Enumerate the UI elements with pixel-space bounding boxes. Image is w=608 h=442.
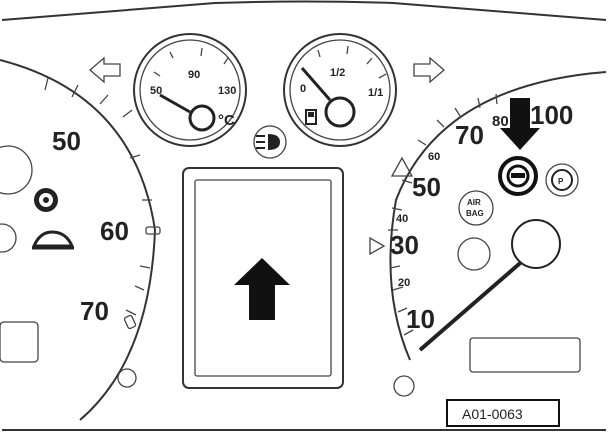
parking-brake-icon: P: [545, 163, 579, 197]
left-dial-label-70: 70: [80, 296, 109, 326]
temp-label-50: 50: [150, 85, 162, 97]
fuel-label-full: 1/1: [368, 87, 383, 99]
fuel-pump-icon: [305, 109, 317, 125]
temp-unit: °C: [218, 112, 235, 129]
left-turn-arrow-icon: [89, 56, 121, 84]
fuel-needle: [300, 67, 332, 101]
temp-gauge: 50 90 130 °C: [133, 33, 247, 147]
car-warning-icon: [31, 230, 75, 250]
speed-label-80: 80: [492, 113, 509, 130]
indicator-lamp: [0, 223, 17, 253]
fuel-needle-hub: [324, 96, 356, 128]
adjust-knob: [117, 368, 137, 388]
right-turn-arrow-icon: [413, 56, 445, 84]
tick-marker: [145, 226, 161, 235]
black-arrow-icon: [500, 98, 540, 150]
headlight-icon: [253, 125, 287, 159]
brake-warning-icon: [34, 188, 58, 212]
speed-label-20: 20: [398, 277, 410, 289]
warning-triangle-icon: [369, 236, 386, 256]
up-arrow-icon: [234, 258, 290, 320]
temp-label-90: 90: [188, 69, 200, 81]
speed-needle-hub: [511, 219, 561, 269]
airbag-icon: AIR BAG: [458, 190, 494, 226]
adjust-knob: [393, 375, 415, 397]
figure-id-box: A01-0063: [446, 399, 560, 427]
warning-triangle-icon: [390, 156, 414, 177]
temp-needle-hub: [188, 104, 216, 132]
speed-label-60: 60: [428, 151, 440, 163]
indicator-lamp: [457, 237, 491, 271]
left-dial-label-60: 60: [100, 216, 129, 246]
figure-id-text: A01-0063: [462, 406, 523, 422]
fuel-label-0: 0: [300, 83, 306, 95]
fuel-gauge: 0 1/2 1/1: [283, 33, 397, 147]
speed-label-100: 100: [530, 100, 573, 130]
temp-label-130: 130: [218, 85, 236, 97]
speed-label-40: 40: [396, 213, 408, 225]
cluster-frame: [1, 0, 607, 431]
central-display: [182, 167, 344, 389]
tick-marker: [123, 314, 137, 330]
speed-label-30: 30: [390, 230, 419, 260]
parking-brake-letter: P: [558, 177, 564, 186]
speed-label-50: 50: [412, 172, 441, 202]
indicator-panel: [0, 321, 39, 363]
airbag-text-2: BAG: [466, 209, 484, 218]
fuel-label-half: 1/2: [330, 67, 345, 79]
left-dial-label-50: 50: [52, 126, 81, 156]
temp-needle: [159, 93, 191, 114]
right-dial: 70 80 100 60 50 40 30 20 10 AIR BAG P: [369, 71, 607, 397]
indicator-lamp: [0, 145, 33, 195]
highlighted-indicator-lamp: [498, 156, 538, 196]
speed-label-10: 10: [406, 304, 435, 334]
odometer-window: [469, 337, 581, 373]
airbag-text-1: AIR: [467, 198, 481, 207]
left-dial: 50 60 70: [0, 59, 161, 421]
speed-label-70: 70: [455, 120, 484, 150]
speed-needle: [418, 256, 528, 352]
